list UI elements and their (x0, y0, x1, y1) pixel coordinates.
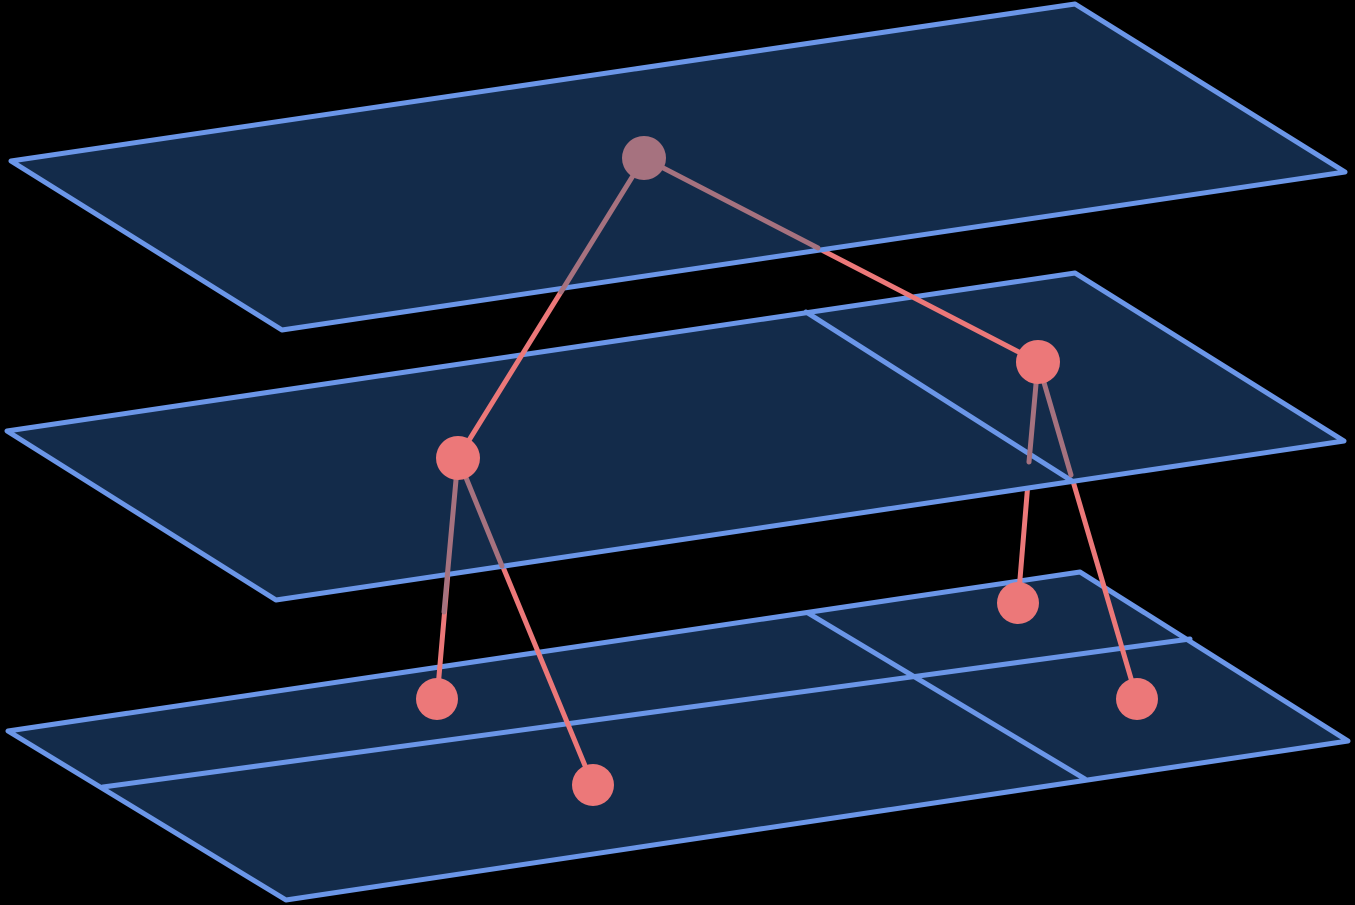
edge-n1-n3-occluded (441, 455, 461, 615)
plane-level-0-surface (8, 1, 1348, 333)
edge-n0-n2-occluded (641, 155, 821, 251)
node-n4 (572, 764, 614, 806)
plane-level-0 (8, 1, 1348, 333)
plane-level-2-divider-short (805, 610, 1088, 782)
node-n2 (1016, 340, 1060, 384)
plane-level-1 (4, 270, 1347, 603)
node-n1 (436, 436, 480, 480)
node-n3 (416, 678, 458, 720)
node-n0-root (622, 136, 666, 180)
nodes-level-1 (436, 340, 1060, 480)
nodes-level-2 (416, 582, 1158, 806)
node-n5 (997, 582, 1039, 624)
node-n6 (1116, 678, 1158, 720)
edges-upper-occluded (558, 155, 821, 295)
plane-level-2 (5, 569, 1351, 903)
edge-n0-n1-occluded (558, 155, 647, 295)
plane-level-1-surface (4, 270, 1347, 603)
plane-level-2-surface (5, 569, 1351, 903)
plane-level-2-divider-long (100, 636, 1193, 790)
nodes-level-0 (622, 136, 666, 180)
